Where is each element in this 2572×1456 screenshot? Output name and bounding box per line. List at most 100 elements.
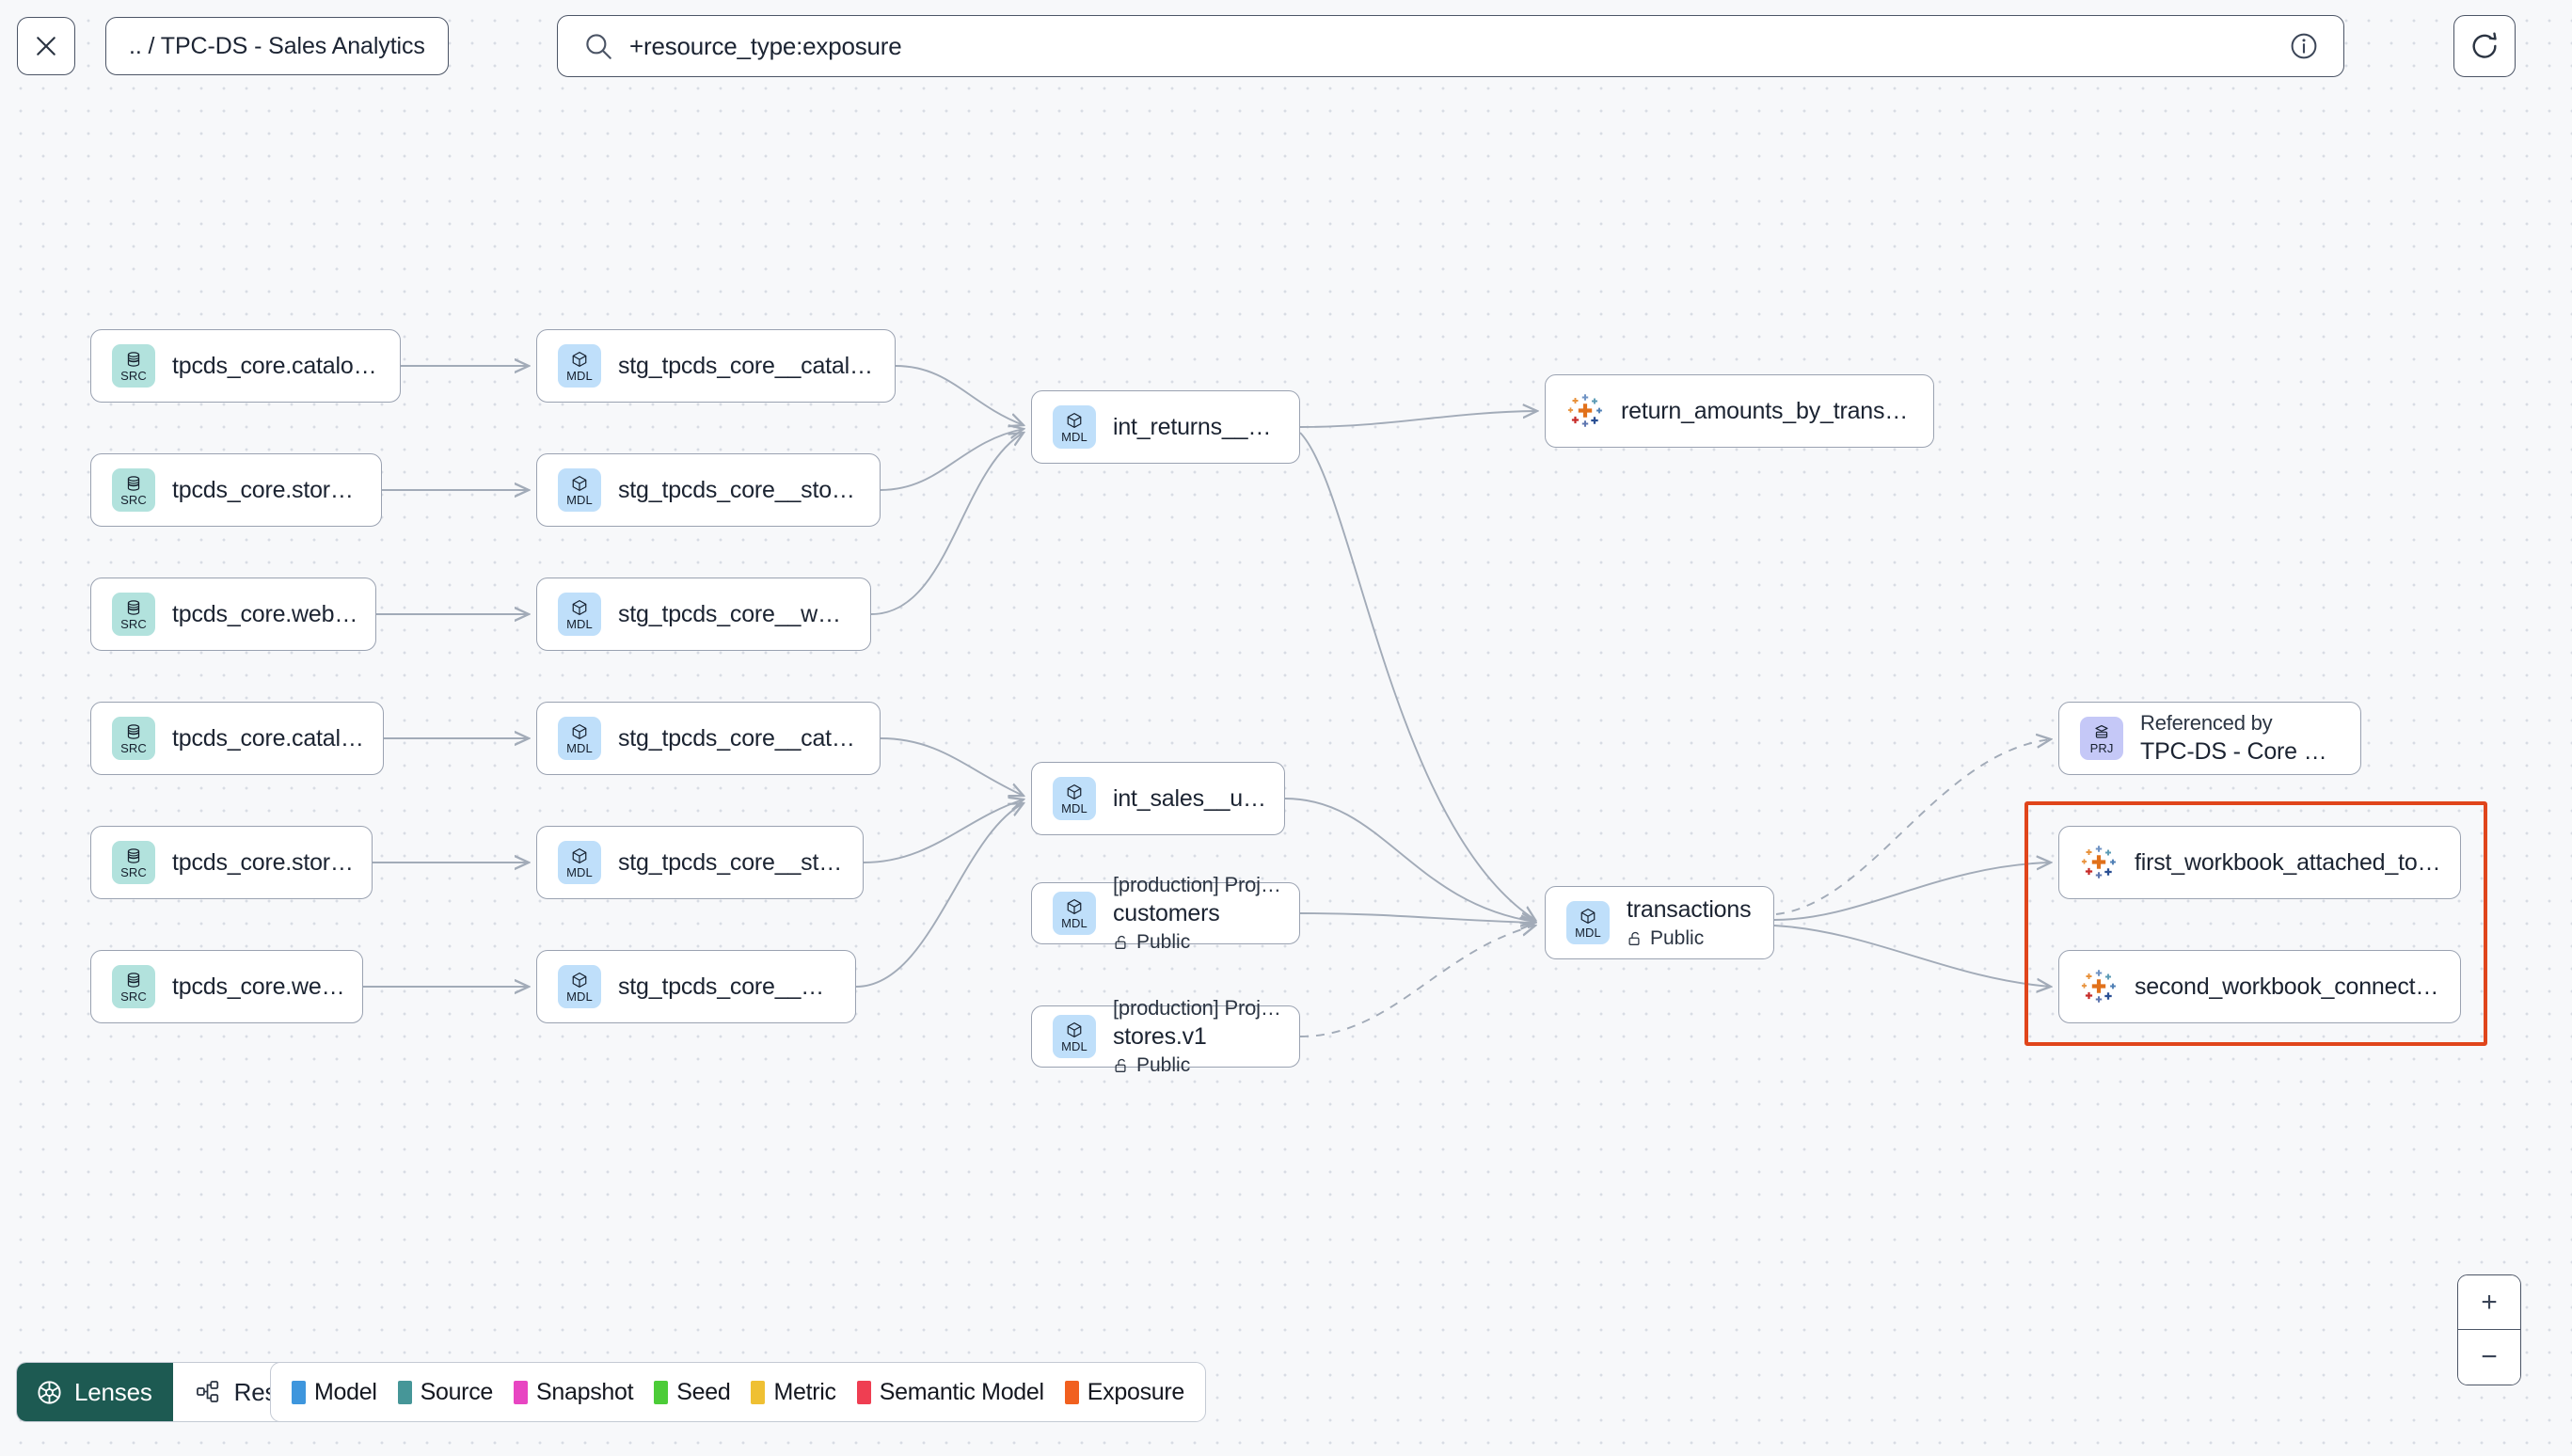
legend-label: Semantic Model <box>879 1378 1044 1405</box>
cube-icon <box>1067 783 1082 799</box>
graph-node-src_store_returns[interactable]: SRC tpcds_core.store_returns <box>90 453 382 527</box>
legend-item-semantic-model[interactable]: Semantic Model <box>856 1378 1044 1406</box>
aperture-icon <box>38 1380 61 1404</box>
node-text: second_workbook_connected_to_live… <box>2135 973 2460 1001</box>
node-label: customers <box>1113 900 1220 926</box>
legend-label: Metric <box>773 1378 836 1405</box>
graph-node-int_returns_unioned[interactable]: MDL int_returns__unioned <box>1031 390 1300 464</box>
node-text: stg_tpcds_core__web_sales <box>618 973 855 1001</box>
node-text: stg_tpcds_core__catalog_returns <box>618 353 895 380</box>
graph-node-src_catalog_returns[interactable]: SRC tpcds_core.catalog_returns <box>90 329 401 403</box>
lenses-button[interactable]: Lenses <box>17 1363 173 1421</box>
legend-label: Snapshot <box>536 1378 634 1405</box>
node-label: stg_tpcds_core__web_sales <box>618 973 838 1000</box>
tableau-icon <box>1567 394 1602 427</box>
badge-model: MDL <box>558 468 601 512</box>
badge-model: MDL <box>1053 1015 1096 1058</box>
hierarchy-icon <box>196 1381 218 1402</box>
badge-source: SRC <box>112 593 155 636</box>
node-text: tpcds_core.catalog_sales <box>172 725 383 752</box>
node-label: tpcds_core.web_sales <box>172 973 345 1000</box>
graph-node-stores_v1[interactable]: MDL [production] Project: TPC-DS - Core D… <box>1031 996 1300 1076</box>
node-label: tpcds_core.catalog_sales <box>172 724 366 752</box>
graph-node-stg_store_returns[interactable]: MDL stg_tpcds_core__store_returns <box>536 453 881 527</box>
legend-item-metric[interactable]: Metric <box>751 1378 836 1406</box>
badge-model: MDL <box>1053 777 1096 820</box>
badge-model: MDL <box>1053 405 1096 449</box>
legend-label: Source <box>420 1378 494 1405</box>
node-label: tpcds_core.store_returns <box>172 476 364 503</box>
node-label: stg_tpcds_core__web_returns <box>618 600 853 627</box>
badge-source: SRC <box>112 468 155 512</box>
legend-item-seed[interactable]: Seed <box>654 1379 731 1406</box>
zoom-in-button[interactable]: + <box>2458 1275 2520 1330</box>
badge-model: MDL <box>558 965 601 1008</box>
node-label: first_workbook_attached_to_tpc-ds_-_… <box>2135 848 2443 876</box>
graph-node-stg_web_sales[interactable]: MDL stg_tpcds_core__web_sales <box>536 950 856 1023</box>
graph-node-int_sales_unioned[interactable]: MDL int_sales__unioned <box>1031 762 1285 835</box>
project-stack-icon <box>2095 724 2108 738</box>
legend-swatch <box>292 1380 306 1404</box>
node-text: tpcds_core.store_returns <box>172 477 381 504</box>
breadcrumb-label: .. / TPC-DS - Sales Analytics <box>129 32 425 59</box>
legend-swatch <box>514 1380 529 1404</box>
graph-node-transactions[interactable]: MDL transactions Public <box>1545 886 1774 959</box>
cube-icon <box>572 847 587 863</box>
zoom-out-button[interactable]: − <box>2458 1330 2520 1385</box>
node-text: stg_tpcds_core__catalog_sales <box>618 725 880 752</box>
cube-icon <box>1580 908 1596 924</box>
graph-node-second_workbook[interactable]: second_workbook_connected_to_live… <box>2058 950 2461 1023</box>
node-text: first_workbook_attached_to_tpc-ds_-_… <box>2135 849 2460 877</box>
node-label: stores.v1 <box>1113 1023 1207 1050</box>
node-text: int_returns__unioned <box>1113 414 1299 441</box>
node-label: tpcds_core.catalog_returns <box>172 352 383 379</box>
graph-node-stg_catalog_sales[interactable]: MDL stg_tpcds_core__catalog_sales <box>536 702 881 775</box>
search-query-value: +resource_type:exposure <box>629 31 902 60</box>
cube-icon <box>1067 412 1082 428</box>
node-text: [production] Project: TPC-DS - Core Data… <box>1113 873 1299 954</box>
search-input[interactable]: +resource_type:exposure <box>557 15 2344 77</box>
graph-node-customers[interactable]: MDL[production] Project: TPC-DS - Core D… <box>1031 873 1300 953</box>
node-text: tpcds_core.catalog_returns <box>172 353 400 380</box>
badge-source: SRC <box>112 344 155 388</box>
close-button[interactable] <box>17 17 75 75</box>
node-text: stg_tpcds_core__web_returns <box>618 601 870 628</box>
node-label: transactions <box>1627 895 1752 923</box>
breadcrumb[interactable]: .. / TPC-DS - Sales Analytics <box>105 17 449 75</box>
node-label: TPC-DS - Core Data Models <box>2140 738 2343 765</box>
node-label: int_sales__unioned <box>1113 784 1267 812</box>
graph-node-first_workbook[interactable]: first_workbook_attached_to_tpc-ds_-_… <box>2058 826 2461 899</box>
node-label: stg_tpcds_core__store_returns <box>618 476 863 503</box>
legend-label: Exposure <box>1087 1378 1185 1405</box>
badge-exposure <box>1566 392 1604 430</box>
node-text: transactions Public <box>1627 896 1768 950</box>
unlock-icon <box>1628 931 1640 945</box>
legend-item-snapshot[interactable]: Snapshot <box>514 1378 634 1406</box>
legend-item-source[interactable]: Source <box>397 1378 494 1406</box>
legend-swatch <box>751 1380 766 1404</box>
badge-model: MDL <box>1566 901 1610 944</box>
info-circle-icon[interactable] <box>2289 31 2319 61</box>
node-text: stg_tpcds_core__store_returns <box>618 477 880 504</box>
legend-item-model[interactable]: Model <box>292 1379 377 1406</box>
legend-item-exposure[interactable]: Exposure <box>1064 1378 1185 1406</box>
badge-model: MDL <box>558 717 601 760</box>
node-meta: [production] Project: TPC-DS - Core Data… <box>1113 996 1282 1020</box>
tableau-icon <box>2081 970 2116 1003</box>
refresh-button[interactable] <box>2453 15 2516 77</box>
cube-icon <box>572 972 587 988</box>
node-access-label: Public <box>1650 926 1705 949</box>
lenses-label: Lenses <box>74 1377 152 1406</box>
graph-node-return_amounts[interactable]: return_amounts_by_transaction_type <box>1545 374 1934 448</box>
